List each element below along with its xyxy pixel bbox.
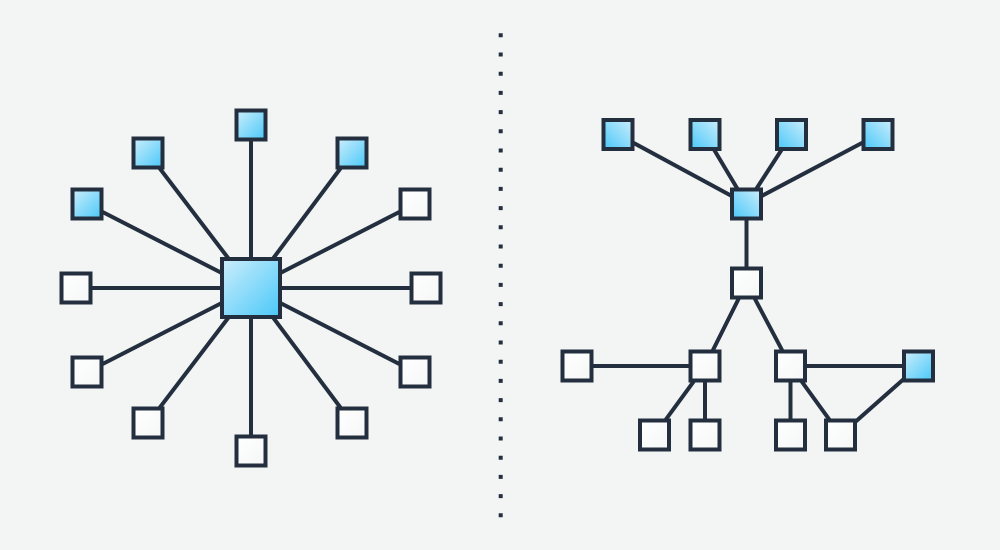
tree-leaf-bottom-2-node [688, 418, 722, 452]
hub-and-spoke-spoke-5-node [335, 406, 369, 440]
tree-node-right-node [774, 349, 807, 383]
tree-node-left-node [688, 349, 722, 383]
tree-node-mid-node [730, 266, 763, 300]
tree-hub-top-node [730, 187, 763, 221]
tree-node-left-outer-node [560, 349, 594, 383]
hub-and-spoke-spoke-10-node [70, 187, 104, 221]
hub-and-spoke-spoke-11-node [131, 136, 165, 170]
hub-and-spoke-spoke-4-node [398, 355, 432, 389]
tree-diagram [560, 118, 935, 452]
hub-and-spoke-spoke-12-node [234, 108, 268, 142]
tree-leaf-top-4-node [861, 118, 895, 151]
hub-and-spoke-spoke-6-node [234, 434, 268, 468]
hub-and-spoke-spoke-7-node [131, 406, 165, 440]
hub-and-spoke-spoke-1-node [335, 136, 369, 170]
hub-and-spoke-spoke-9-node [59, 271, 93, 305]
hub-and-spoke-spoke-3-node [409, 271, 443, 305]
edge-leaf-top-1-hub-top [617, 132, 748, 206]
tree-leaf-top-2-node [688, 118, 722, 151]
hub-and-spoke-spoke-2-node [398, 187, 432, 221]
hub-and-spoke-spoke-8-node [70, 355, 104, 389]
hub-and-spoke-hub-node [220, 257, 282, 319]
edge-leaf-top-4-hub-top [745, 132, 879, 206]
tree-leaf-top-3-node [775, 118, 808, 151]
hub-and-spoke-diagram [59, 108, 443, 468]
tree-leaf-bottom-1-node [638, 418, 671, 452]
tree-leaf-bottom-3-node [774, 418, 807, 452]
tree-leaf-bottom-4-node [824, 418, 857, 452]
tree-leaf-top-1-node [601, 118, 635, 151]
tree-leaf-right-blue-node [902, 349, 935, 383]
